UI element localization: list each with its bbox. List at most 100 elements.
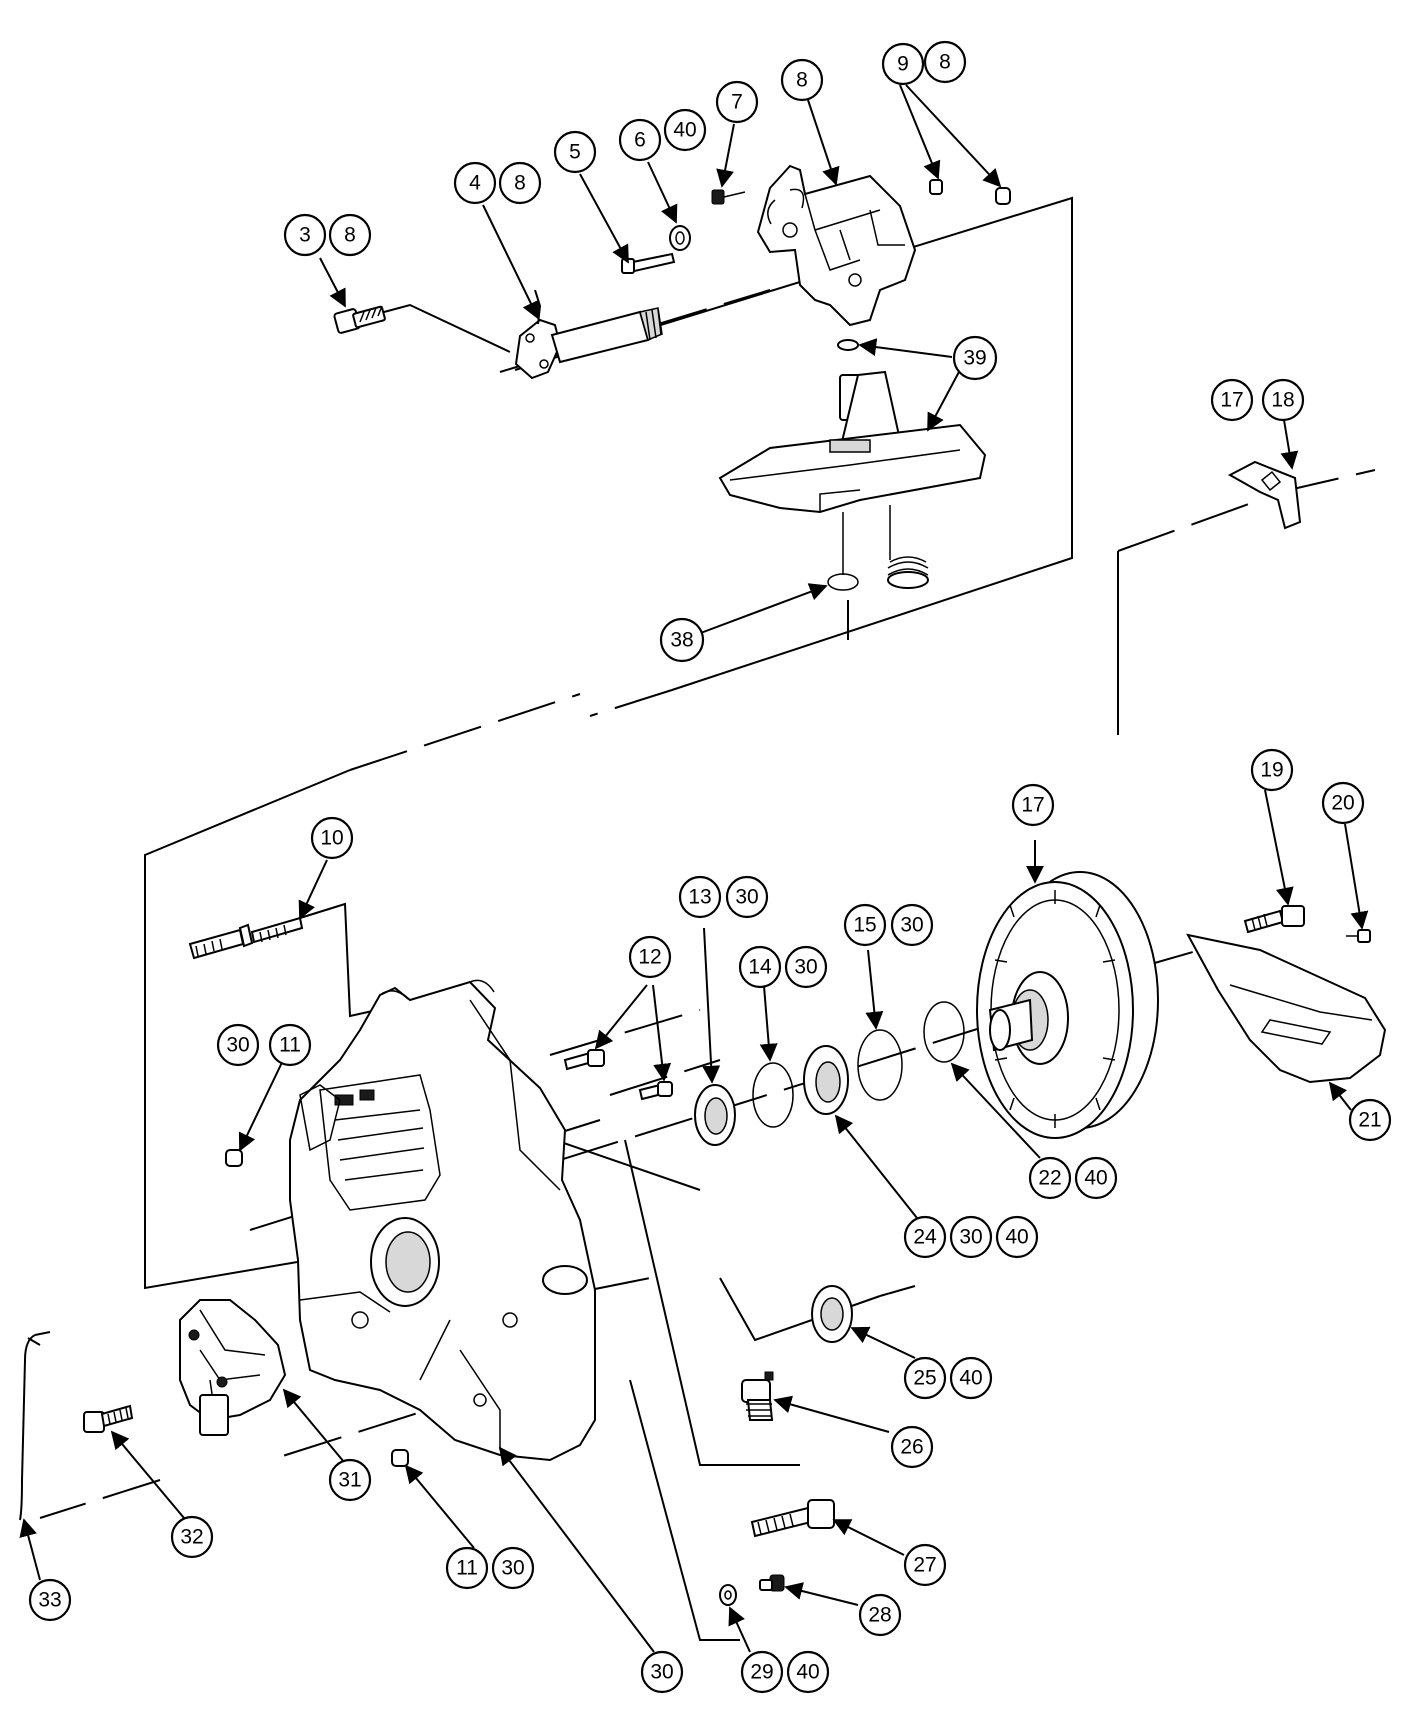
callout-27: 27: [903, 1543, 947, 1587]
callout-29-ref-label: 40: [796, 1661, 819, 1684]
part-20-screw: [1346, 929, 1371, 943]
callout-9-label: 9: [897, 53, 909, 76]
callout-11-lower-label: 11: [456, 1557, 478, 1580]
callout-24: 24: [903, 1215, 947, 1259]
callout-12-label: 12: [638, 946, 661, 969]
part-5-pin: [621, 252, 676, 274]
callout-17: 17: [1011, 783, 1055, 827]
part-8-bracket: [756, 164, 917, 327]
callout-6: 6: [618, 118, 662, 162]
callout-15-label: 15: [853, 914, 876, 937]
part-9-nuts: [929, 179, 1011, 205]
part-18-clip: [1227, 460, 1302, 530]
callout-27-label: 27: [913, 1554, 936, 1577]
callout-9-ref-8: 8: [923, 40, 967, 84]
callout-18: 18: [1261, 378, 1305, 422]
part-15-ring: [857, 1029, 903, 1101]
part-21-shield: [1186, 933, 1387, 1084]
part-12-bolts: [563, 1049, 673, 1101]
callout-29-label: 29: [750, 1661, 773, 1684]
part-24-seal: [803, 1045, 849, 1115]
callout-29-ref-40: 40: [786, 1650, 830, 1694]
part-38-oring: [827, 512, 859, 591]
callout-11-lower-ref-30: 30: [491, 1546, 535, 1590]
callout-14-ref-label: 30: [794, 956, 817, 979]
callout-24-ref-40: 40: [995, 1215, 1039, 1259]
callout-11-ref-30: 30: [216, 1023, 260, 1067]
callout-15-ref-label: 30: [900, 914, 923, 937]
callout-13-label: 13: [688, 886, 711, 909]
callout-21-label: 21: [1358, 1109, 1381, 1132]
callout-4-ref-8: 8: [498, 161, 542, 205]
part-6-washer: [669, 225, 691, 251]
callout-39: 39: [952, 335, 998, 381]
callout-24-ref-30: 30: [949, 1215, 993, 1259]
callout-7-label: 7: [731, 91, 743, 114]
callout-18-label: 18: [1271, 389, 1294, 412]
callout-14: 14: [738, 945, 782, 989]
callout-24-ref-40-label: 40: [1005, 1226, 1028, 1249]
callout-21: 21: [1348, 1098, 1392, 1142]
callout-11-label: 11: [279, 1034, 301, 1057]
assembly-frame-lines: [144, 196, 1376, 1641]
part-11-plug-b: [391, 1449, 409, 1467]
callout-24-label: 24: [913, 1226, 937, 1249]
callout-11: 11: [268, 1023, 312, 1067]
callout-30: 30: [640, 1650, 684, 1694]
callout-11-ref-30-label: 30: [226, 1034, 249, 1057]
callout-8: 8: [780, 58, 824, 102]
callout-31-label: 31: [338, 1469, 361, 1492]
callout-3-ref-8: 8: [328, 213, 372, 257]
callout-22-ref-40: 40: [1074, 1156, 1118, 1200]
part-27-bolt: [750, 1499, 835, 1538]
callout-32: 32: [170, 1515, 214, 1559]
callout-17-top: 17: [1210, 378, 1254, 422]
callout-3-label: 3: [299, 224, 311, 247]
callout-6-ref-label: 40: [673, 119, 696, 142]
callout-7: 7: [715, 80, 759, 124]
part-31-mount: [179, 1299, 287, 1436]
part-3-bolt: [333, 303, 511, 353]
callout-19-label: 19: [1260, 759, 1283, 782]
part-10-stud: [188, 902, 401, 1018]
callout-4: 4: [453, 161, 497, 205]
callout-33-label: 33: [38, 1589, 61, 1612]
part-26-sensor: [741, 1371, 774, 1421]
callout-4-ref-label: 8: [514, 172, 526, 195]
callout-9-ref-label: 8: [939, 51, 951, 74]
callout-28-label: 28: [868, 1604, 891, 1627]
part-19-bolt: [1243, 905, 1305, 934]
transaxle-case: [289, 979, 596, 1462]
callout-26-label: 26: [900, 1436, 923, 1459]
callout-25: 25: [903, 1356, 947, 1400]
part-22-ring: [923, 1001, 965, 1063]
callout-38-label: 38: [670, 629, 693, 652]
callout-22-ref-label: 40: [1084, 1167, 1107, 1190]
callout-33: 33: [28, 1578, 72, 1622]
part-13-seal: [694, 1084, 736, 1146]
callout-28: 28: [858, 1593, 902, 1637]
callout-38: 38: [659, 617, 705, 663]
callout-20: 20: [1321, 781, 1365, 825]
callout-6-label: 6: [634, 129, 646, 152]
callout-30-label: 30: [650, 1661, 673, 1684]
callout-13-ref-30: 30: [725, 875, 769, 919]
callout-20-label: 20: [1331, 792, 1354, 815]
callout-32-label: 32: [180, 1526, 203, 1549]
part-39-filter: [718, 339, 987, 514]
callout-22: 22: [1028, 1156, 1072, 1200]
callout-15-ref-30: 30: [890, 903, 934, 947]
callout-17-top-label: 17: [1220, 389, 1243, 412]
callout-15: 15: [843, 903, 887, 947]
callout-24-ref-30-label: 30: [959, 1226, 982, 1249]
leader-arrows: [19, 84, 1369, 1653]
part-28-plug: [759, 1574, 785, 1592]
part-25-seal: [811, 1285, 853, 1343]
part-32-bolt: [83, 1404, 134, 1433]
callout-19: 19: [1250, 748, 1294, 792]
callout-25-label: 25: [913, 1367, 936, 1390]
callout-12: 12: [628, 935, 672, 979]
callout-13-ref-label: 30: [735, 886, 758, 909]
callout-31: 31: [328, 1458, 372, 1502]
